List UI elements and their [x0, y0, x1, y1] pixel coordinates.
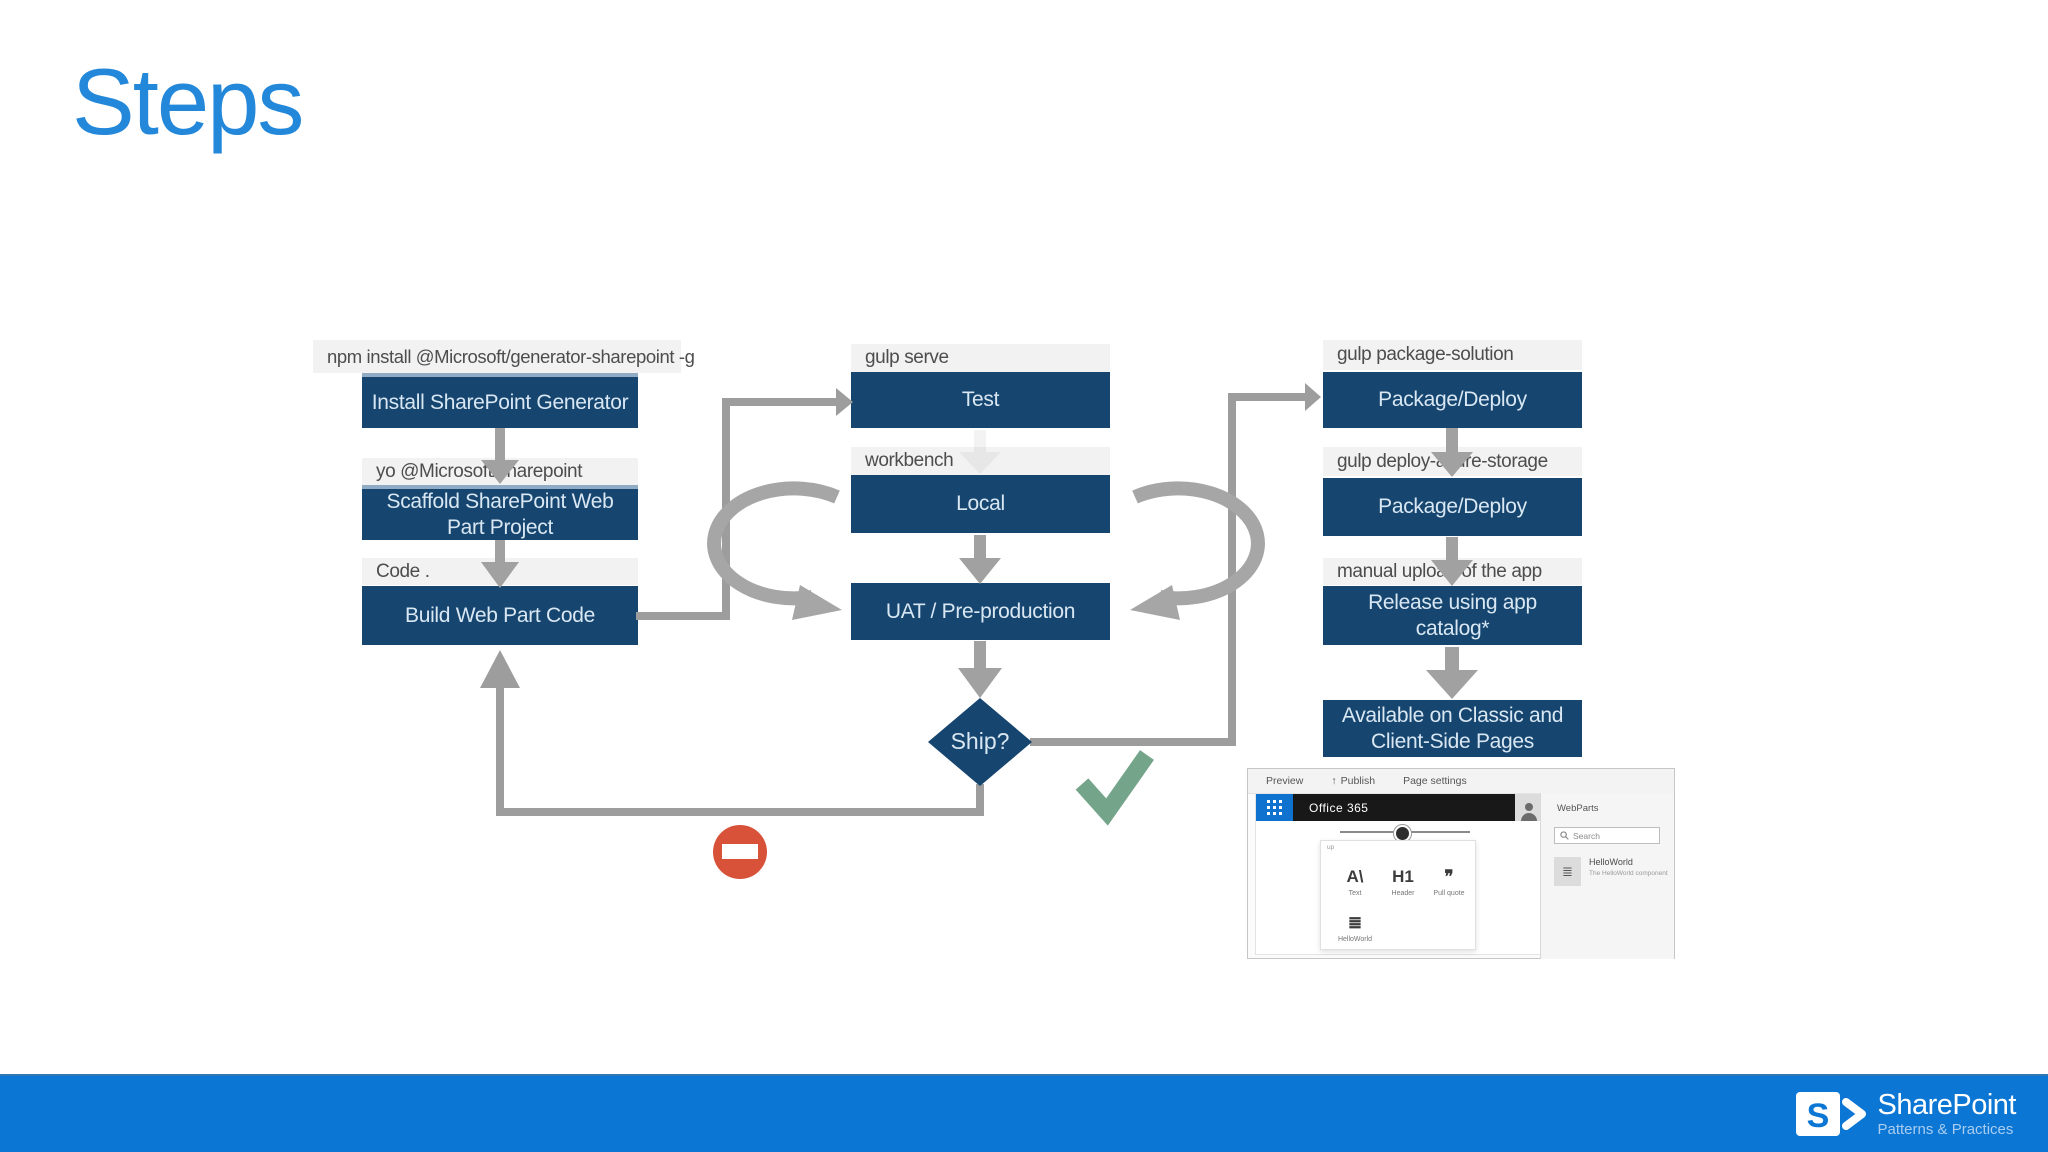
page-title: Steps — [72, 49, 304, 154]
app-launcher-waffle-icon[interactable] — [1256, 794, 1293, 821]
step-build-code: Build Web Part Code — [362, 586, 638, 645]
toolbox-item-header[interactable]: H1 Header — [1381, 867, 1425, 897]
suite-brand: Office 365 — [1309, 800, 1369, 815]
sharepoint-logo: S SharePoint Patterns & Practices — [1790, 1086, 2017, 1142]
preview-button[interactable]: Preview — [1266, 775, 1304, 787]
footer-brand: SharePoint — [1877, 1089, 2017, 1121]
shot-canvas: Office 365 up A\ Text H1 Header ❞ — [1255, 793, 1543, 955]
list-webpart-icon: ≣ — [1347, 913, 1363, 932]
pull-quote-icon: ❞ — [1444, 867, 1454, 886]
step-local: Local — [851, 475, 1110, 533]
webparts-search-input[interactable]: Search — [1554, 827, 1660, 844]
arrow-uat-to-ship — [958, 641, 1002, 698]
decision-label: Ship? — [950, 728, 1010, 754]
cmd-label-workbench: workbench — [851, 447, 1110, 475]
arrow-local-to-uat — [959, 535, 1001, 584]
webpart-list-item[interactable]: ≣ HelloWorld The HelloWorld component — [1554, 857, 1668, 886]
step-release-app-catalog: Release using app catalog* — [1323, 586, 1582, 645]
step-uat-preproduction: UAT / Pre-production — [851, 583, 1110, 640]
toolbox-hint: up — [1327, 844, 1335, 851]
page-settings-button[interactable]: Page settings — [1403, 775, 1467, 787]
webpart-description: The HelloWorld component — [1589, 870, 1668, 877]
iterate-left-arrowhead — [792, 585, 842, 620]
arrowhead-into-package-deploy — [1305, 383, 1321, 411]
cmd-label-gulp-package-solution: gulp package-solution — [1323, 340, 1582, 370]
stop-icon — [713, 825, 767, 879]
search-icon — [1560, 831, 1569, 840]
sharepoint-logo-icon: S — [1795, 1092, 1866, 1136]
svg-text:S: S — [1806, 1097, 1829, 1135]
arrowhead-into-build — [480, 650, 520, 688]
publish-icon: ↑ — [1331, 775, 1337, 787]
suite-bar: Office 365 — [1256, 794, 1542, 821]
text-icon: A\ — [1346, 867, 1364, 886]
arrow-release-to-available — [1426, 647, 1478, 699]
cmd-label-manual-upload: manual upload of the app — [1323, 558, 1582, 585]
footer-tagline: Patterns & Practices — [1877, 1121, 2014, 1138]
iterate-right-arrowhead — [1130, 585, 1180, 620]
cmd-label-gulp-deploy-azure-storage: gulp deploy-azure-storage — [1323, 447, 1582, 476]
cmd-label-yo-sharepoint: yo @Microsoft/sharepoint — [362, 458, 638, 485]
header-icon: H1 — [1392, 867, 1414, 886]
publish-button[interactable]: ↑Publish — [1331, 775, 1376, 787]
shot-toolbar: Preview ↑Publish Page settings — [1248, 769, 1674, 794]
toolbox-item-helloworld[interactable]: ≣ HelloWorld — [1333, 913, 1377, 943]
webpart-name: HelloWorld — [1589, 857, 1633, 867]
cmd-label-gulp-serve: gulp serve — [851, 344, 1110, 372]
step-available-pages: Available on Classic and Client-Side Pag… — [1323, 700, 1582, 757]
step-install-generator: Install SharePoint Generator — [362, 373, 638, 428]
toolbox-item-pull-quote[interactable]: ❞ Pull quote — [1427, 867, 1471, 897]
webpart-toolbox: up A\ Text H1 Header ❞ Pull quote ≣ Hell… — [1320, 840, 1476, 950]
step-test: Test — [851, 372, 1110, 428]
footer-bar: S SharePoint Patterns & Practices — [0, 1074, 2048, 1152]
cmd-label-code: Code . — [362, 558, 638, 585]
step-package-deploy-2: Package/Deploy — [1323, 478, 1582, 536]
step-scaffold-project: Scaffold SharePoint Web Part Project — [362, 485, 638, 540]
toolbox-item-text[interactable]: A\ Text — [1333, 867, 1377, 897]
step-package-deploy-1: Package/Deploy — [1323, 372, 1582, 428]
webpart-tile-icon: ≣ — [1554, 857, 1581, 886]
workbench-screenshot: Preview ↑Publish Page settings Office 36… — [1247, 768, 1675, 959]
avatar[interactable] — [1515, 794, 1542, 821]
check-icon — [1075, 750, 1154, 826]
webparts-panel: WebParts Search ≣ HelloWorld The HelloWo… — [1540, 793, 1674, 959]
webparts-panel-title: WebParts — [1557, 803, 1599, 814]
cmd-label-npm-install: npm install @Microsoft/generator-sharepo… — [313, 340, 695, 373]
